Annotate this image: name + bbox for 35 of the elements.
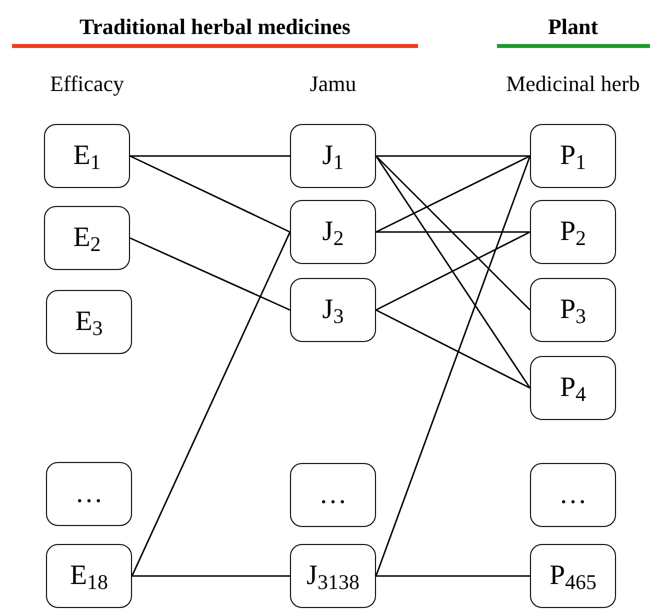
connector-line: [376, 155, 530, 157]
connector-line: [376, 309, 530, 389]
node-box: J$_{3138}$: [290, 544, 376, 608]
connector-line: [376, 231, 530, 311]
column-heading: Efficacy: [50, 70, 124, 98]
connector-line: [375, 156, 531, 388]
node-box: P$_{465}$: [530, 544, 616, 608]
column-heading: Medicinal herb: [506, 70, 640, 98]
node-box: P$_{3}$: [530, 278, 616, 342]
section-heading: Plant: [548, 13, 598, 41]
connector-line: [376, 231, 530, 233]
node-box: …: [46, 462, 132, 526]
node-box: J$_{2}$: [290, 200, 376, 264]
node-box: …: [290, 463, 376, 527]
connector-line: [375, 155, 531, 311]
connector-line: [130, 155, 290, 157]
section-heading: Traditional herbal medicines: [80, 13, 350, 41]
connector-line: [376, 575, 530, 577]
node-box: J$_{1}$: [290, 124, 376, 188]
connector-line: [376, 155, 530, 233]
connector-line: [132, 575, 290, 577]
column-heading: Jamu: [310, 70, 356, 98]
connector-line: [130, 237, 290, 311]
node-box: P$_{4}$: [530, 356, 616, 420]
node-box: P$_{2}$: [530, 200, 616, 264]
node-box: E$_{18}$: [46, 544, 132, 608]
node-box: …: [530, 463, 616, 527]
connector-line: [130, 155, 290, 233]
node-box: E$_{2}$: [44, 206, 130, 270]
node-box: E$_{3}$: [46, 290, 132, 354]
node-box: P$_{1}$: [530, 124, 616, 188]
node-box: E$_{1}$: [44, 124, 130, 188]
connector-line: [131, 232, 291, 576]
connector-line: [375, 156, 531, 576]
node-box: J$_{3}$: [290, 278, 376, 342]
